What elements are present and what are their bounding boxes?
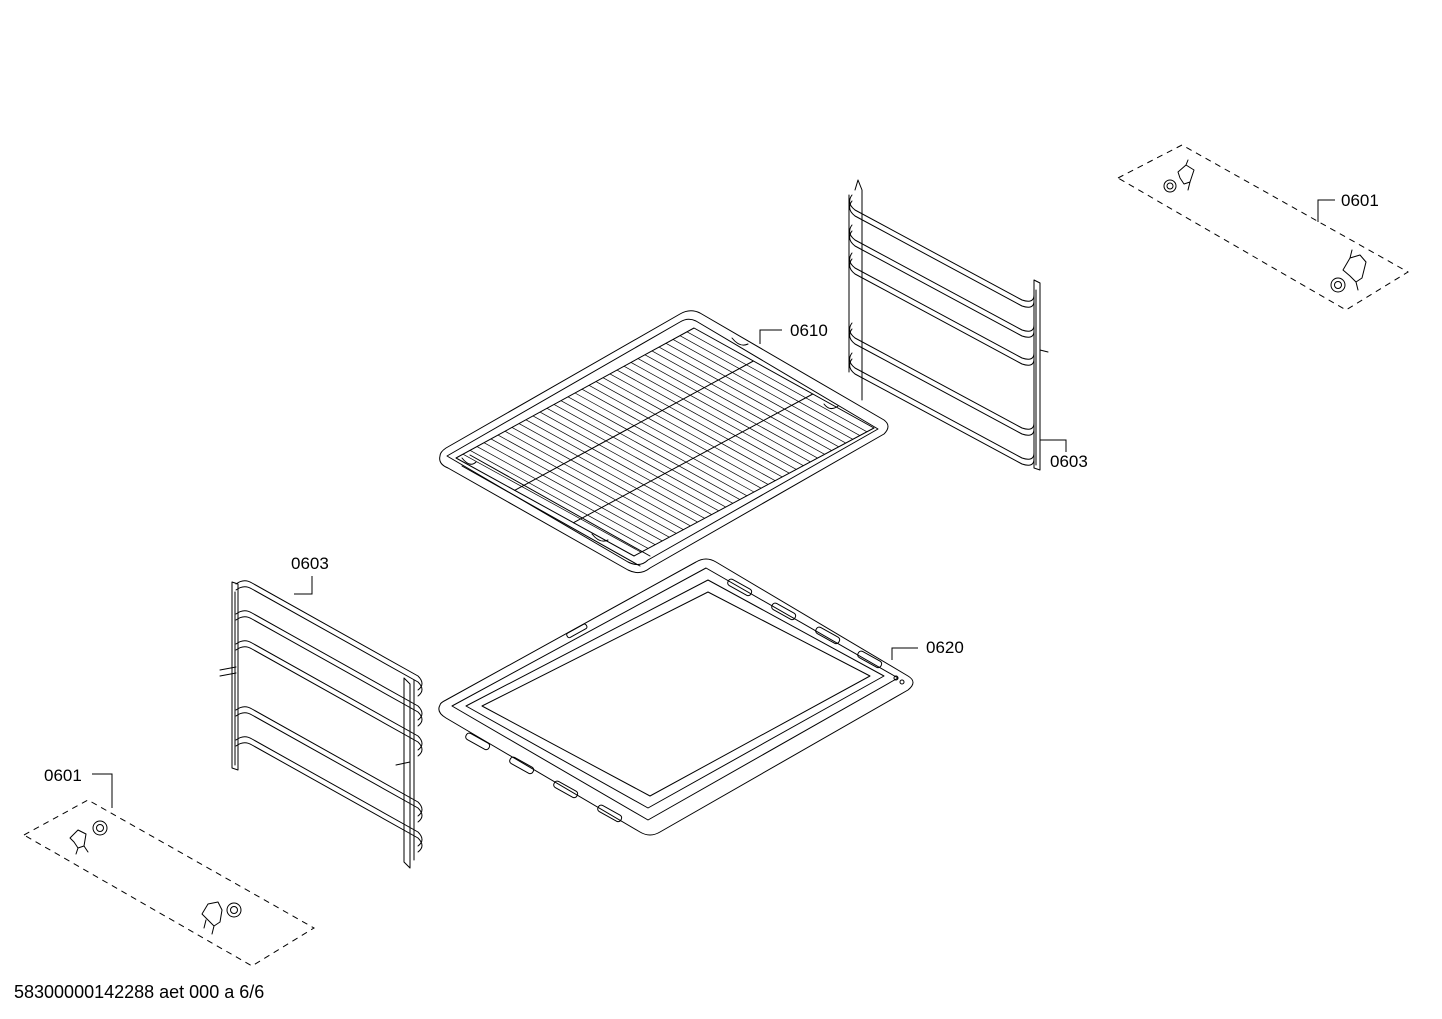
rack-cross-bar <box>572 393 814 524</box>
rack-wire <box>469 450 649 549</box>
rack-wire <box>518 423 698 523</box>
rack-wire <box>644 354 825 455</box>
callout-label-0601-top: 0601 <box>1341 191 1379 210</box>
rack-wire <box>511 427 691 527</box>
rack-cross-bar <box>514 360 754 491</box>
callout-label-0620: 0620 <box>926 638 964 657</box>
rack-wire <box>539 411 719 512</box>
document-id-footer: 58300000142288 aet 000 a 6/6 <box>14 982 264 1002</box>
callout-label-0603-right: 0603 <box>1050 452 1088 471</box>
rack-wire <box>630 362 811 463</box>
rack-wire <box>658 346 839 448</box>
clip-nut-icon <box>92 820 108 836</box>
rack-wire <box>546 407 726 508</box>
rack-wire <box>623 365 804 466</box>
clip-nut-icon <box>1163 179 1177 193</box>
clip-bracket-icon <box>201 901 223 935</box>
rack-wire <box>567 396 748 497</box>
clip-set-bottom-left: 0601 <box>22 766 315 967</box>
rack-wire <box>553 404 733 504</box>
rack-wire <box>525 419 705 519</box>
side-rail-left: 0603 <box>219 554 423 869</box>
rack-wire <box>665 342 846 444</box>
rack-wire <box>462 453 642 553</box>
rack-wire <box>609 373 790 474</box>
clip-bracket-icon <box>1342 249 1367 291</box>
rack-wire <box>651 350 832 451</box>
wire-rack: 0610 <box>439 310 889 574</box>
callout-label-0610: 0610 <box>790 321 828 340</box>
rack-wire <box>483 442 663 542</box>
rack-wire <box>602 377 783 478</box>
callout-label-0603-left: 0603 <box>291 554 329 573</box>
rack-wire <box>637 358 818 459</box>
clip-nut-icon <box>1330 277 1346 293</box>
baking-tray: 0620 <box>438 558 964 836</box>
rack-wire <box>476 446 656 546</box>
rack-wire <box>490 438 670 538</box>
clip-set-top-right: 0601 <box>1116 144 1409 311</box>
rack-wire <box>595 381 776 482</box>
rack-wire <box>616 369 797 470</box>
callout-label-0601-bottom: 0601 <box>44 766 82 785</box>
clip-nut-icon <box>226 902 242 918</box>
rack-wire <box>497 434 677 534</box>
rack-wire <box>574 392 755 493</box>
tray-slots <box>465 578 883 823</box>
rack-wire <box>504 430 684 530</box>
rack-wire <box>532 415 712 515</box>
rack-wire <box>672 339 853 440</box>
rack-wire <box>560 400 741 500</box>
rack-wires <box>462 331 868 553</box>
rack-wire <box>588 385 769 485</box>
rack-wire <box>581 388 762 489</box>
rack-wire <box>679 335 861 436</box>
clip-bracket-icon <box>1177 159 1195 191</box>
side-rail-right: 0603 <box>848 179 1088 471</box>
rack-wire <box>686 331 868 433</box>
clip-bracket-icon <box>69 829 89 855</box>
